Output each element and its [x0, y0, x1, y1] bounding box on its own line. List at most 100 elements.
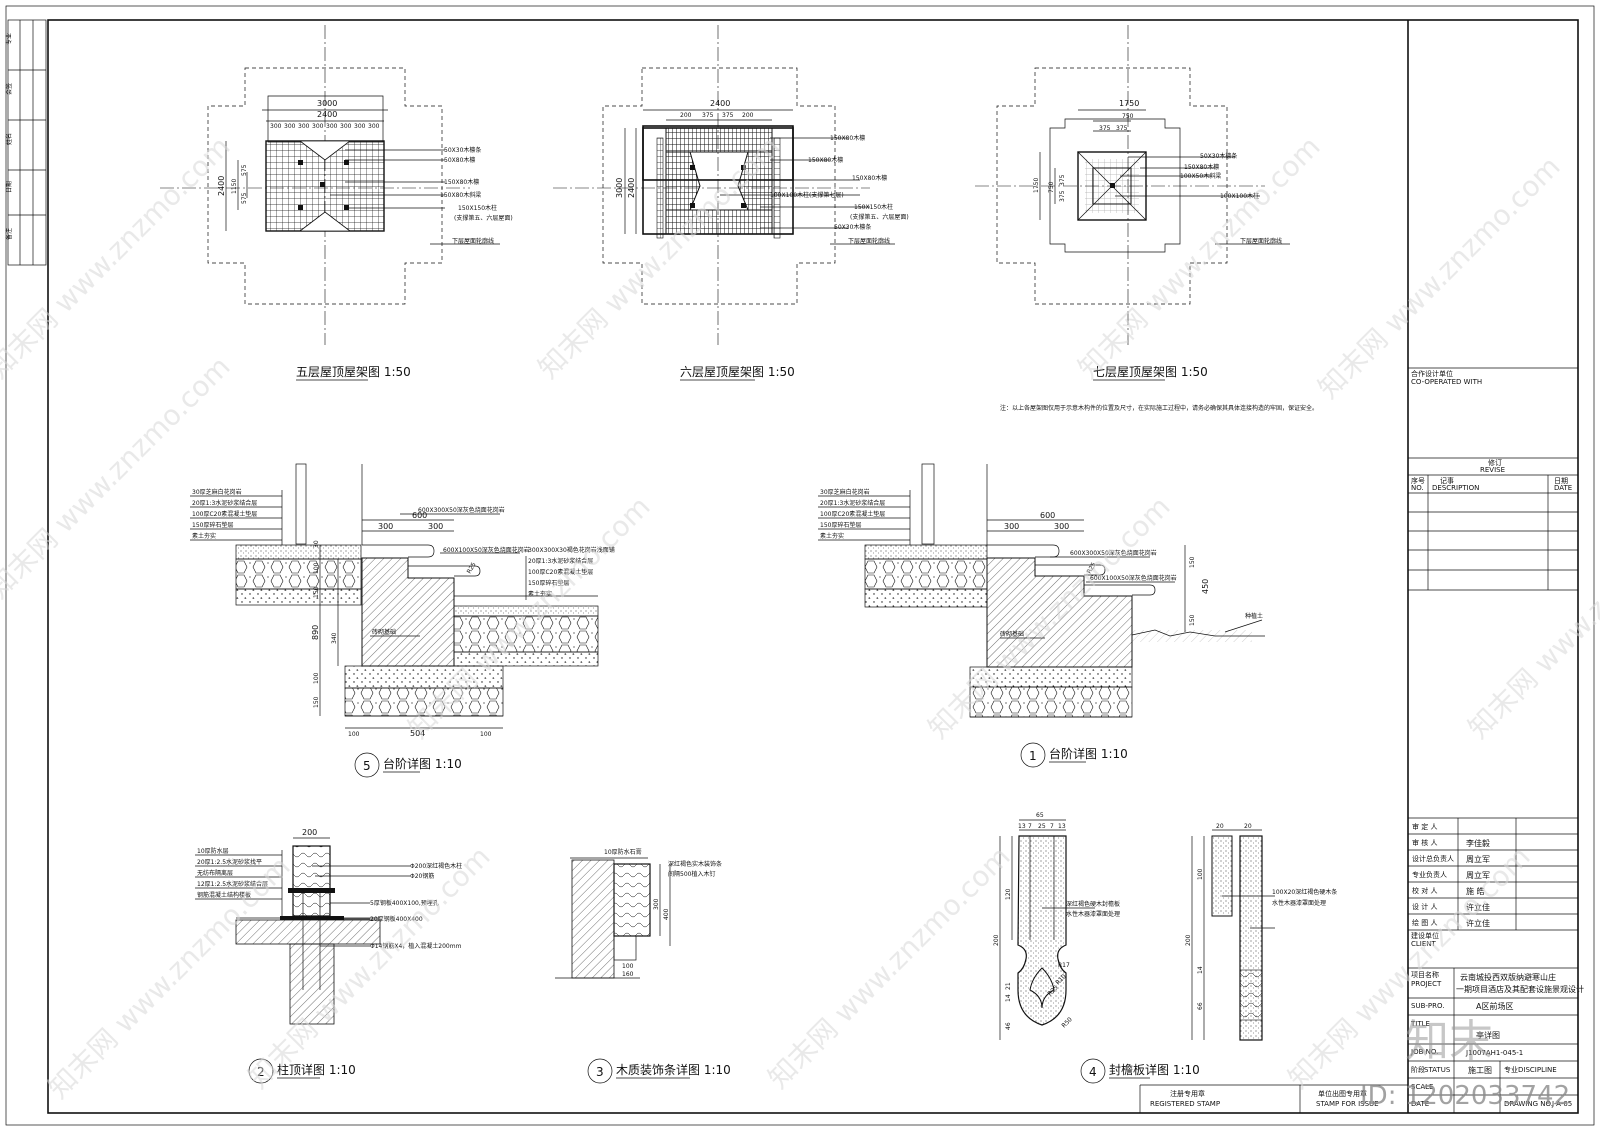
d1-dim: 600 — [1040, 511, 1055, 520]
left-strip-label: 姓名 — [5, 133, 13, 145]
d1-label: 砖砌基础 — [1000, 630, 1024, 638]
project-name-1: 云南城投西双版纳避寒山庄 — [1460, 972, 1556, 982]
d5-dim: 150 — [313, 696, 320, 708]
revise-label-en: REVISE — [1480, 466, 1505, 474]
d4-dim: 13 — [1058, 823, 1066, 830]
roof6-label: 下层屋面轮廓线 — [848, 237, 890, 245]
subpro-label: SUB-PRO. — [1411, 1002, 1444, 1010]
d5-number: 5 — [363, 759, 371, 773]
d2-label: 20厚钢板400X400 — [370, 915, 423, 923]
roof5-label: 150X80木檩 — [444, 178, 479, 186]
d3-dim: 100 — [622, 963, 634, 970]
roof-frame-plan-6: 2400 200 375 375 200 3000 2400 150X80木檩 … — [553, 25, 909, 381]
d3-dim: 400 — [663, 908, 670, 920]
watermark-layer: 知末网 www.znzmo.com 知末网 www.znzmo.com 知末网 … — [0, 130, 1600, 1105]
rev-desc-en: DESCRIPTION — [1432, 484, 1479, 492]
d5-dim: 340 — [331, 632, 338, 644]
rev-date-en: DATE — [1554, 484, 1572, 492]
d1-layer: 素土夯实 — [820, 532, 844, 540]
d5-dim: 30 — [313, 540, 320, 548]
d1-layer: 20厚1:3水泥砂浆结合层 — [820, 499, 885, 507]
roof7-dim: 750 — [1048, 181, 1055, 193]
d5-dim: 504 — [410, 729, 425, 738]
d5-layer: 20厚1:3水泥砂浆结合层 — [192, 499, 257, 507]
d5-dim: 100 — [313, 672, 320, 684]
general-note: 注：以上各屋架图仅用于示意木构件的位置及尺寸，在实际施工过程中，请务必确保其具体… — [1000, 404, 1318, 412]
roof5-dim: 300 — [368, 123, 380, 130]
roof7-dim: 375 — [1116, 125, 1128, 132]
d5-dim: 300 — [378, 522, 393, 531]
column-top-detail-2: 200 10厚防水层 20厚1:2.5水泥砂浆找平 无纺布隔离层 12厚1:2.… — [195, 828, 462, 1084]
watermark: 知末网 www.znzmo.com — [1312, 150, 1567, 405]
step-detail-5: 30厚芝麻白花岗岩 20厚1:3水泥砂浆结合层 100厚C20素混凝土垫层 15… — [190, 463, 615, 778]
person-name: 施 皓 — [1466, 886, 1485, 896]
d5-layer: 素土夯实 — [192, 532, 216, 540]
fascia-board-detail-4: 65 13 7 25 7 13 120 200 21 14 46 R17 R10… — [993, 812, 1337, 1084]
d3-label: 深红褐色实木装饰条 — [668, 860, 722, 868]
id-text: ID: 1202033742 — [1360, 1081, 1570, 1111]
role-label: 绘 图 人 — [1412, 918, 1437, 927]
d1-title: 台阶详图 1:10 — [1049, 746, 1128, 761]
d2-label: 10厚防水层 — [197, 847, 229, 855]
roof5-dim: 300 — [326, 123, 338, 130]
roof5-label: 下层屋面轮廓线 — [452, 237, 494, 245]
d5-dim: 100 — [480, 731, 492, 738]
drawing-title-label: TITLE — [1410, 1020, 1430, 1028]
d5-dim: 600 — [412, 511, 427, 520]
left-strip-label: 会签 — [5, 83, 13, 95]
d2-label: 12厚1:2.5水泥砂浆结合层 — [197, 880, 268, 888]
d4-dim: 200 — [1185, 934, 1192, 946]
d1-layer: 100厚C20素混凝土垫层 — [820, 510, 885, 518]
d5-dim: 150 — [313, 586, 320, 598]
d5-label: 300X300X30褐色花岗岩浅面铺 — [528, 546, 615, 554]
watermark: 知末网 www.znzmo.com — [0, 130, 237, 385]
discipline-label-cn: 专业 — [1504, 1065, 1518, 1074]
person-name: 李佳毅 — [1466, 838, 1490, 848]
coop-label-cn: 合作设计单位 — [1411, 369, 1453, 378]
roof5-dim: 300 — [340, 123, 352, 130]
d3-dim: 300 — [653, 898, 660, 910]
roof7-dim: 375 — [1059, 190, 1066, 202]
d4-dim: R17 — [1058, 962, 1070, 969]
roof6-label: 50X30木檩条 — [834, 223, 871, 231]
roof7-label: 100X50木斜梁 — [1180, 172, 1221, 180]
watermark: 知末网 www.znzmo.com — [0, 350, 237, 605]
roof7-dim: 375 — [1059, 174, 1066, 186]
d5-dim: 100 — [313, 562, 320, 574]
roof5-dim: 1150 — [231, 179, 238, 194]
d2-label: Φ20钢筋 — [410, 872, 434, 880]
d3-dim: 160 — [622, 971, 634, 978]
roof6-dim: 2400 — [710, 99, 730, 108]
d4-label: 水性木器漆罩面处理 — [1066, 910, 1120, 918]
d2-number: 2 — [257, 1065, 265, 1079]
role-label: 校 对 人 — [1412, 886, 1437, 895]
roof5-label: 50X30木檩条 — [444, 146, 481, 154]
d4-dim: 20 — [1216, 823, 1224, 830]
d5-dim: 890 — [311, 625, 320, 640]
roof5-dim: 300 — [284, 123, 296, 130]
d2-label: 5厚钢板400X100,预埋孔 — [370, 899, 439, 907]
issue-stamp-cn: 单位出图专用章 — [1318, 1089, 1367, 1098]
roof5-dim: 3000 — [317, 99, 337, 108]
d4-dim: 20 — [1244, 823, 1252, 830]
issue-stamp-en: STAMP FOR ISSUE — [1316, 1100, 1379, 1108]
roof5-label: (支撑第五、六层屋面) — [454, 214, 513, 222]
role-label: 审 核 人 — [1412, 838, 1437, 847]
d4-dim: 21 — [1005, 982, 1012, 990]
watermark: 知末网 www.znzmo.com — [1462, 490, 1600, 745]
role-label: 设计总负责人 — [1412, 854, 1454, 863]
stamp-boxes: 注册专用章 REGISTERED STAMP 单位出图专用章 STAMP FOR… — [1139, 1084, 1408, 1113]
roof6-dim: 3000 — [615, 178, 624, 198]
rev-desc-cn: 记事 — [1440, 476, 1454, 485]
roof-frame-plan-7: 1750 750 375 375 1750 750 375 375 50X30木… — [975, 25, 1290, 381]
d4-dim: 46 — [1005, 1022, 1012, 1030]
left-strip-label: 备注 — [5, 228, 13, 240]
drawing-no-label: DRAWING NO. — [1504, 1100, 1553, 1108]
d5-layer: 100厚C20素混凝土垫层 — [192, 510, 257, 518]
d2-label: Φ14钢筋X4，植入混凝土200mm — [370, 942, 462, 950]
roof5-label: 150X80木斜梁 — [440, 191, 481, 199]
rev-date-cn: 日期 — [1554, 477, 1568, 485]
registered-stamp-cn: 注册专用章 — [1170, 1089, 1205, 1098]
rev-no-en: NO. — [1411, 484, 1424, 492]
